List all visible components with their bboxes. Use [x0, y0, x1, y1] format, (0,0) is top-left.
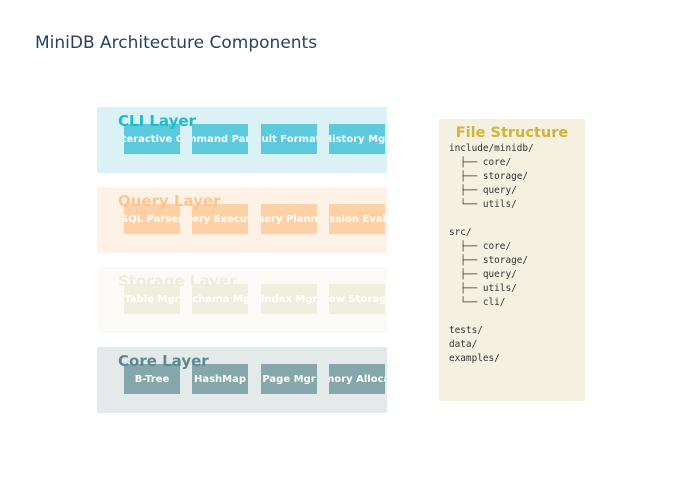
component-label: HashMap	[193, 373, 247, 385]
layer-title: CLI Layer	[118, 112, 196, 130]
component-label: Query Planner	[261, 213, 317, 225]
file-tree: include/minidb/ ├── core/ ├── storage/ ├…	[449, 142, 534, 366]
component-box: Row Storage	[329, 284, 385, 314]
file-tree-line: ├── query/	[449, 269, 517, 280]
file-tree-line: data/	[449, 339, 478, 350]
component-label: Expression Evaluator	[329, 213, 385, 225]
diagram-title: MiniDB Architecture Components	[35, 33, 318, 53]
component-box: Table Mgr	[124, 284, 180, 314]
component-label: Page Mgr	[262, 373, 316, 385]
component-label: Table Mgr	[124, 293, 180, 305]
component-label: Command Parser	[192, 133, 248, 145]
component-label: Memory Allocator	[329, 373, 385, 385]
component-box: Interactive CLI	[124, 124, 180, 154]
file-tree-line	[449, 310, 534, 324]
file-tree-line: src/	[449, 227, 472, 238]
file-tree-line: ├── storage/	[449, 255, 529, 266]
component-box: Expression Evaluator	[329, 204, 385, 234]
component-box: Command Parser	[192, 124, 248, 154]
component-label: Schema Mgr	[192, 293, 248, 305]
file-tree-line	[449, 212, 534, 226]
component-label: History Mgr	[329, 133, 385, 145]
component-box: B-Tree	[124, 364, 180, 394]
file-structure-title: File Structure	[455, 125, 569, 141]
file-tree-line: examples/	[449, 353, 500, 364]
file-tree-line: include/minidb/	[449, 143, 534, 154]
file-tree-line: └── cli/	[449, 297, 506, 308]
layer-title: Core Layer	[118, 352, 209, 370]
file-tree-line: ├── storage/	[449, 171, 529, 182]
layer-core-layer: B-Tree HashMap Page Mgr Memory Allocator Cor…	[97, 347, 387, 413]
component-label: B-Tree	[134, 373, 170, 385]
file-tree-line: └── utils/	[449, 199, 517, 210]
layer-query-layer: SQL Parser Query Executor Query Planner Exp…	[97, 187, 387, 253]
file-tree-line: ├── query/	[449, 185, 517, 196]
component-label: Row Storage	[329, 293, 385, 305]
file-structure-panel: File Structure include/minidb/ ├── core/…	[439, 119, 585, 401]
component-label: Index Mgr	[261, 293, 317, 305]
component-box: Query Executor	[192, 204, 248, 234]
file-tree-line: tests/	[449, 325, 483, 336]
layer-cli-layer: Interactive CLI Command Parser Result Form…	[97, 107, 387, 173]
component-label: Interactive CLI	[124, 133, 180, 145]
component-box: HashMap	[192, 364, 248, 394]
layer-storage-layer: Table Mgr Schema Mgr Index Mgr Row Storage S…	[97, 267, 387, 333]
file-tree-line: ├── utils/	[449, 283, 517, 294]
file-tree-line: ├── core/	[449, 241, 512, 252]
file-tree-line: ├── core/	[449, 157, 512, 168]
component-box: Memory Allocator	[329, 364, 385, 394]
component-box: Query Planner	[261, 204, 317, 234]
component-box: Index Mgr	[261, 284, 317, 314]
layer-title: Storage Layer	[118, 272, 237, 290]
layer-title: Query Layer	[118, 192, 221, 210]
component-label: SQL Parser	[124, 213, 180, 225]
component-box: History Mgr	[329, 124, 385, 154]
component-box: Result Formatter	[261, 124, 317, 154]
component-label: Result Formatter	[261, 133, 317, 145]
component-box: Schema Mgr	[192, 284, 248, 314]
component-box: SQL Parser	[124, 204, 180, 234]
component-box: Page Mgr	[261, 364, 317, 394]
component-label: Query Executor	[192, 213, 248, 225]
